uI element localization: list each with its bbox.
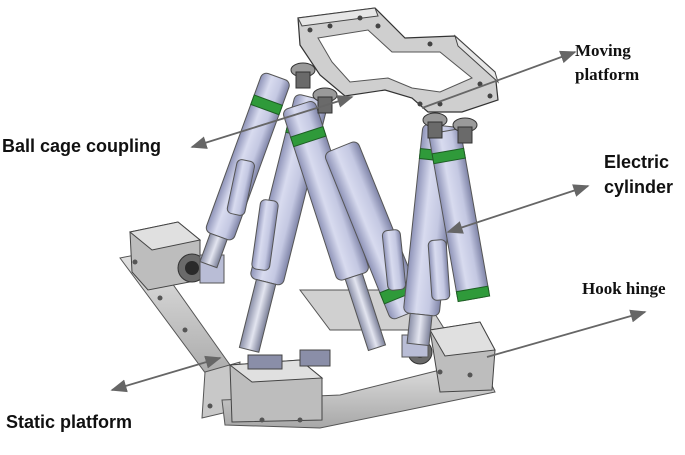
- label-electric-cylinder-line1: Electric: [604, 152, 669, 172]
- hook-hinge-center: [247, 349, 331, 370]
- annotation-labels: Moving platform Ball cage coupling Elect…: [2, 41, 673, 432]
- arrow-hook-hinge: [486, 309, 647, 358]
- ball-cage-coupling-5: [422, 112, 448, 139]
- label-hook-hinge: Hook hinge: [582, 279, 666, 298]
- arrow-moving-platform: [421, 50, 577, 109]
- arrow-ball-cage-coupling: [190, 95, 354, 149]
- ball-cage-coupling-6: [452, 117, 478, 144]
- hook-hinges: [177, 253, 433, 370]
- arrow-electric-cylinder: [446, 184, 590, 234]
- arrow-static-platform: [110, 355, 222, 393]
- annotation-arrows: [110, 50, 647, 393]
- ball-cage-coupling-1: [290, 62, 316, 89]
- label-electric-cylinder-line2: cylinder: [604, 177, 673, 197]
- hook-hinge-left: [177, 253, 225, 284]
- cylinder-motors: [226, 159, 451, 301]
- label-moving-platform-line2: platform: [575, 65, 639, 84]
- label-moving-platform-line1: Moving: [575, 41, 631, 60]
- label-static-platform: Static platform: [6, 412, 132, 432]
- moving-platform: [297, 7, 499, 113]
- label-ball-cage-coupling: Ball cage coupling: [2, 136, 161, 156]
